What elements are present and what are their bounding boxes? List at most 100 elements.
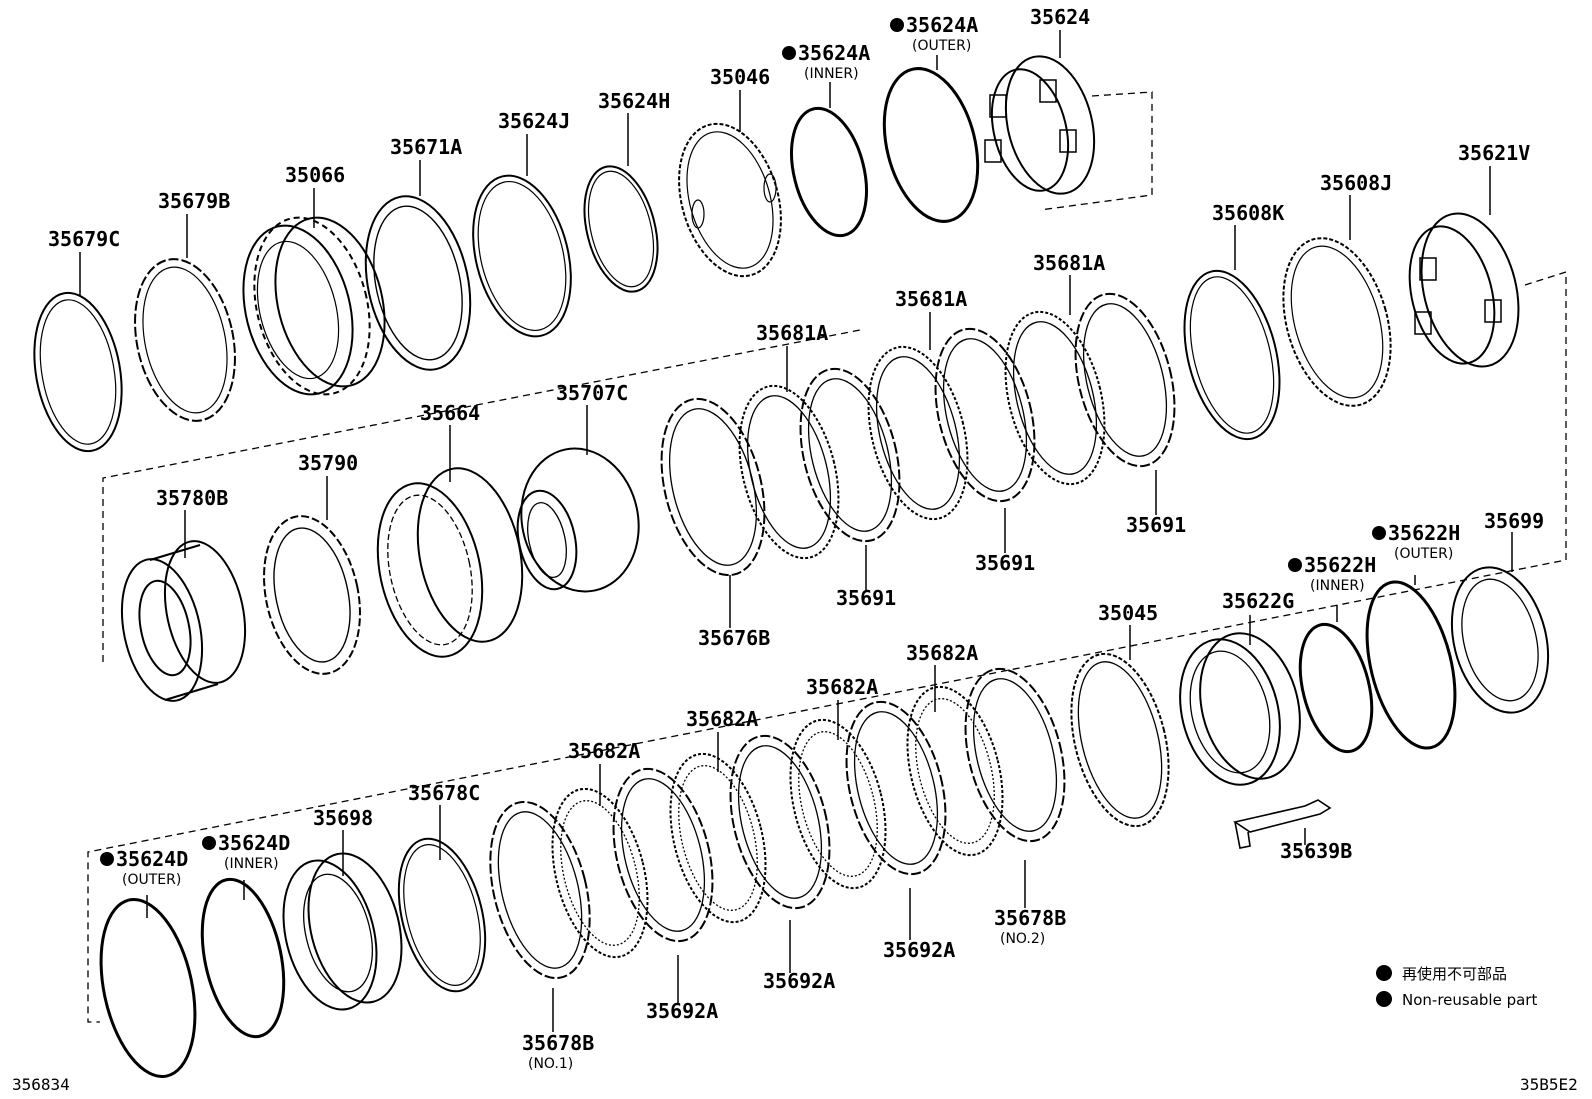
- part-number-label: 35780B: [156, 486, 228, 510]
- o-ring-35624A-outer-drawing: [882, 67, 980, 223]
- callout-35622h-outer: 35622H(OUTER): [1372, 521, 1460, 562]
- callout-35691-3: 35691: [1126, 513, 1186, 537]
- part-number-label: 35682A: [806, 675, 878, 699]
- disc-35681A-3-drawing: [1004, 310, 1106, 486]
- non-reusable-bullet-icon: [782, 46, 796, 60]
- illustration-code-left: 356834: [12, 1075, 70, 1094]
- callout-35678c: 35678C: [408, 781, 480, 805]
- callout-35066: 35066: [285, 163, 345, 187]
- drum-35066-drawing: [242, 216, 386, 396]
- non-reusable-bullet-icon: [1288, 558, 1302, 572]
- callout-35682a-2: 35682A: [686, 707, 758, 731]
- part-number-label: 35790: [298, 451, 358, 475]
- part-number-label: 35678C: [408, 781, 480, 805]
- part-number-label: 35691: [1126, 513, 1186, 537]
- callout-35678b-no1: 35678B(NO.1): [522, 1031, 594, 1072]
- snap-ring-35679C-drawing: [33, 291, 123, 453]
- non-reusable-bullet-icon: [890, 18, 904, 32]
- part-number-label: 35624H: [598, 89, 670, 113]
- callout-35045: 35045: [1098, 601, 1158, 625]
- callout-35624a-outer: 35624A(OUTER): [890, 13, 978, 54]
- non-reusable-bullet-icon: [202, 836, 216, 850]
- part-number-label: 35622G: [1222, 589, 1294, 613]
- plate-35691-1-drawing: [799, 367, 901, 543]
- part-number-label: 35691: [975, 551, 1035, 575]
- part-number-label: 35622H: [1304, 553, 1376, 577]
- drum-35780B-drawing: [120, 540, 247, 702]
- part-position-note: (NO.1): [528, 1056, 573, 1072]
- part-number-label: 35678B: [994, 906, 1066, 930]
- part-number-label: 35624A: [906, 13, 978, 37]
- plate-35671A-drawing: [364, 195, 472, 371]
- callout-35682a-4: 35682A: [906, 641, 978, 665]
- o-ring-35622H-inner-drawing: [1298, 622, 1374, 754]
- disc-35682A-4-drawing: [906, 685, 1004, 857]
- part-number-label: 35621V: [1458, 141, 1530, 165]
- part-position-note: (INNER): [804, 66, 859, 82]
- callout-35671a: 35671A: [390, 135, 462, 159]
- callout-35624h: 35624H: [598, 89, 670, 113]
- part-number-label: 35671A: [390, 135, 462, 159]
- part-number-label: 35679C: [48, 227, 120, 251]
- callout-35639b: 35639B: [1280, 839, 1352, 863]
- piston-35698-drawing: [282, 852, 403, 1011]
- snap-ring-35624H-drawing: [583, 165, 659, 293]
- callout-35624d-outer: 35624D(OUTER): [100, 847, 188, 888]
- part-number-label: 35676B: [698, 626, 770, 650]
- callout-35624j: 35624J: [498, 109, 570, 133]
- part-position-note: (INNER): [1310, 578, 1365, 594]
- part-number-label: 35624A: [798, 41, 870, 65]
- drum-35664-drawing: [376, 467, 524, 658]
- part-position-note: (INNER): [224, 856, 279, 872]
- part-position-note: (OUTER): [122, 872, 181, 888]
- part-number-label: 35608J: [1320, 171, 1392, 195]
- plate-35692A-1-drawing: [612, 767, 714, 943]
- callout-35679c: 35679C: [48, 227, 120, 251]
- part-number-label: 35678B: [522, 1031, 594, 1055]
- callout-35692a-3: 35692A: [883, 938, 955, 962]
- part-number-label: 35681A: [1033, 251, 1105, 275]
- plate-35691-2-drawing: [934, 327, 1036, 503]
- piston-35622G-drawing: [1179, 632, 1301, 786]
- snap-ring-35678C-drawing: [397, 837, 487, 993]
- disc-35682A-1-drawing: [551, 787, 649, 959]
- o-ring-35622H-outer-drawing: [1365, 580, 1457, 750]
- part-number-label: 35681A: [756, 321, 828, 345]
- spring-retainer-35046-drawing: [678, 122, 782, 278]
- part-number-label: 35692A: [883, 938, 955, 962]
- part-number-label: 35691: [836, 586, 896, 610]
- callout-35622g: 35622G: [1222, 589, 1294, 613]
- part-number-label: 35624D: [218, 831, 290, 855]
- o-ring-35624A-inner-drawing: [790, 106, 868, 238]
- part-position-note: (OUTER): [912, 38, 971, 54]
- part-number-label: 35682A: [686, 707, 758, 731]
- snap-ring-35608K-drawing: [1183, 269, 1281, 441]
- group-boundaries: [87, 91, 1567, 1023]
- illustration-code-right: 35B5E2: [1520, 1075, 1578, 1094]
- part-number-label: 35707C: [556, 381, 628, 405]
- o-ring-35624D-outer-drawing: [99, 897, 197, 1079]
- callout-35681a-3: 35681A: [1033, 251, 1105, 275]
- callout-35681a-1: 35681A: [756, 321, 828, 345]
- part-number-label: 35624D: [116, 847, 188, 871]
- part-number-label: 35664: [420, 401, 480, 425]
- part-number-label: 35624J: [498, 109, 570, 133]
- disc-35681A-2-drawing: [867, 345, 969, 521]
- part-number-label: 35639B: [1280, 839, 1352, 863]
- legend-bullet-jp: [1376, 965, 1392, 981]
- callout-35678b-no2: 35678B(NO.2): [994, 906, 1066, 947]
- callout-35691-2: 35691: [975, 551, 1035, 575]
- callout-35608k: 35608K: [1212, 201, 1284, 225]
- part-number-label: 35699: [1484, 509, 1544, 533]
- callout-35699: 35699: [1484, 509, 1544, 533]
- part-position-note: (OUTER): [1394, 546, 1453, 562]
- plate-35678B-no1-drawing: [489, 800, 591, 980]
- spring-retainer-35608J-drawing: [1282, 237, 1392, 407]
- callout-35682a-3: 35682A: [806, 675, 878, 699]
- spring-retainer-35045-drawing: [1070, 652, 1170, 828]
- part-number-label: 35681A: [895, 287, 967, 311]
- callout-35624a-inner: 35624A(INNER): [782, 41, 870, 82]
- callout-35624d-inner: 35624D(INNER): [202, 831, 290, 872]
- legend: 再使用不可部品 Non-reusable part: [1376, 965, 1537, 1009]
